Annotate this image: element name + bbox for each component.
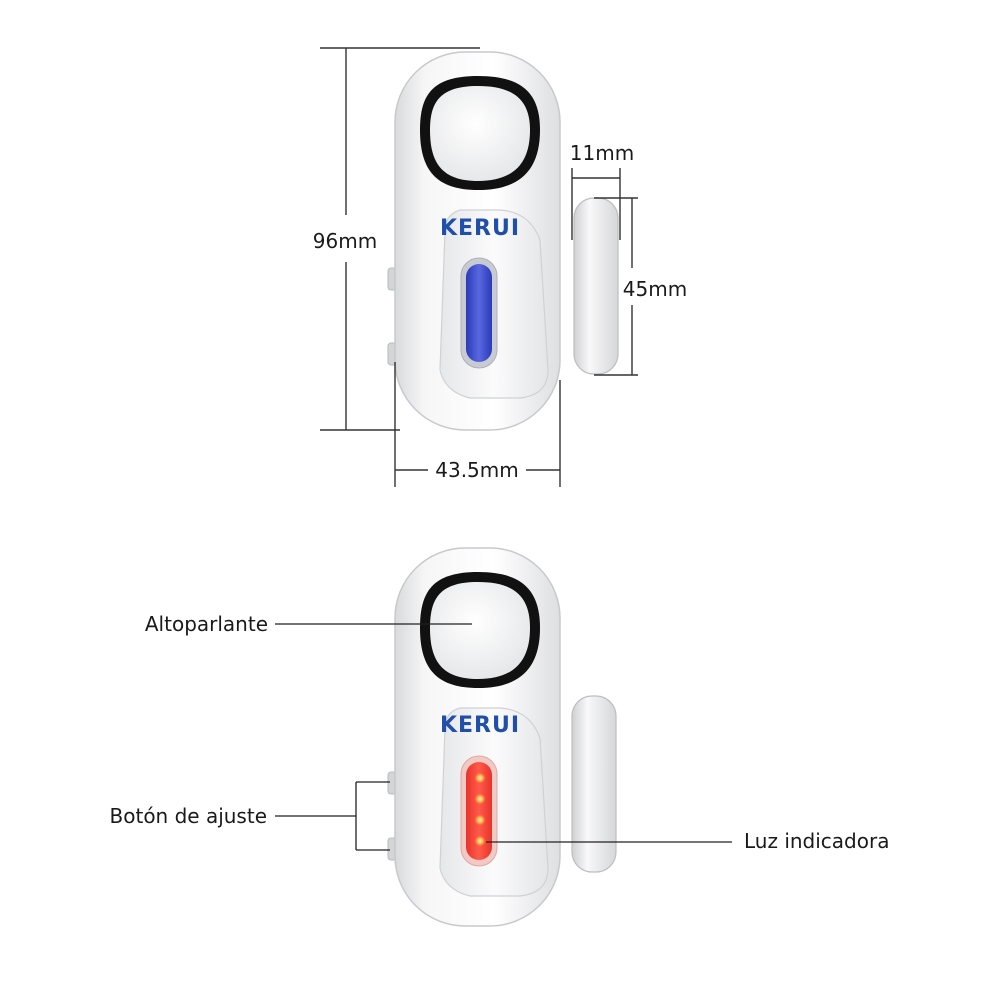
led-dot-2 xyxy=(474,793,486,805)
callout-indicator-light: Luz indicadora xyxy=(744,829,889,853)
led-dot-4 xyxy=(474,835,486,847)
callout-speaker: Altoparlante xyxy=(145,612,268,636)
bottom-device-group: KERUI Altoparlante Botón de ajuste Luz i… xyxy=(110,547,889,927)
top-device-group: KERUI 96mm 43.5mm 11mm 45mm xyxy=(313,47,687,487)
indicator-light-off xyxy=(466,264,492,362)
led-dot-3 xyxy=(474,814,486,826)
speaker-grille-top xyxy=(430,86,530,181)
dim-magnet-height-label: 45mm xyxy=(623,277,687,301)
speaker-grille-bottom xyxy=(430,582,530,679)
dim-width-label: 43.5mm xyxy=(435,458,519,482)
dim-height-label: 96mm xyxy=(313,229,377,253)
magnet-bottom xyxy=(571,695,617,873)
callout-adjust-button: Botón de ajuste xyxy=(110,804,267,828)
dim-magnet-width-label: 11mm xyxy=(570,141,634,165)
brand-logo-top: KERUI xyxy=(440,216,520,241)
magnet-top xyxy=(573,197,619,375)
indicator-light-on xyxy=(466,762,492,860)
brand-logo-bottom: KERUI xyxy=(440,713,520,738)
led-dot-1 xyxy=(474,772,486,784)
